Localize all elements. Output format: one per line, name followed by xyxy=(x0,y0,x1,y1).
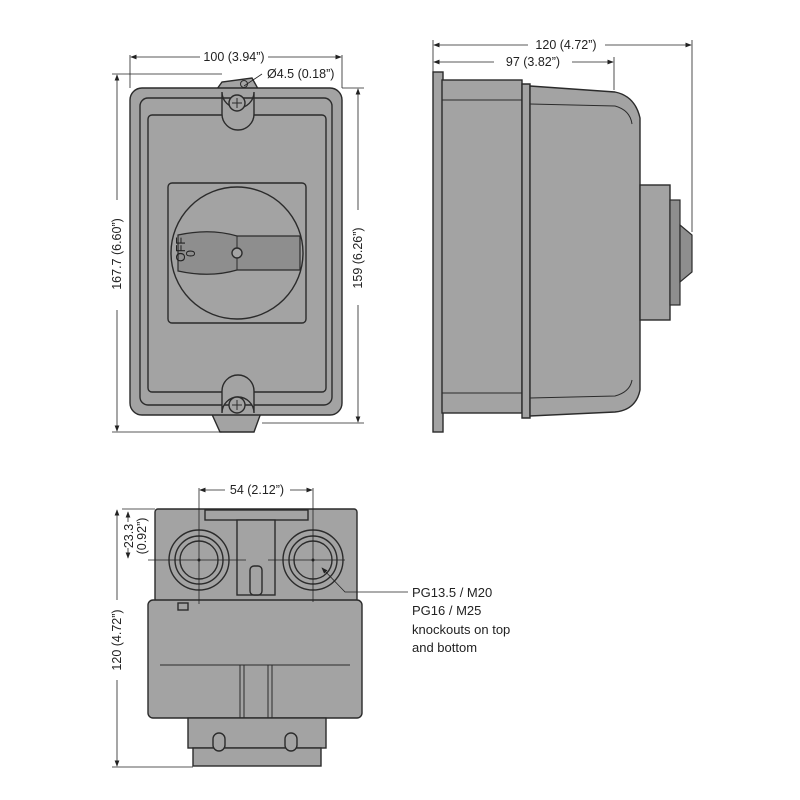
total-height-dimension: 167.7 (6.60”) xyxy=(110,218,124,290)
off-label: OFF xyxy=(174,237,188,262)
bottom-cover xyxy=(147,599,363,719)
side-cover-seal xyxy=(521,83,531,419)
knockout-offset-mm: 23.3 xyxy=(122,524,136,548)
front-view: OFF 0 100 (3.94”) Ø4.5 (0.18”) 167.7 (6.… xyxy=(110,50,365,433)
bottom-view: 54 (2.12”) 23.3 (0.92”) 120 (4.72”) PG13… xyxy=(110,483,510,768)
total-depth-dimension: 120 (4.72”) xyxy=(535,38,596,52)
width-dimension: 100 (3.94”) xyxy=(203,50,264,64)
bottom-depth-dimension: 120 (4.72”) xyxy=(110,609,124,670)
bottom-handle xyxy=(192,747,322,767)
body-height-dimension: 159 (6.26”) xyxy=(351,227,365,288)
side-handle-tip xyxy=(679,223,693,284)
off-symbol: 0 xyxy=(184,250,198,257)
handle-screw-icon xyxy=(231,247,243,259)
side-handle-base xyxy=(639,184,671,321)
terminal-mark xyxy=(177,602,189,611)
callout-line-4: and bottom xyxy=(412,640,477,655)
knockout-spacing-dimension: 54 (2.12”) xyxy=(230,483,284,497)
side-handle xyxy=(669,199,681,306)
side-view: 120 (4.72”) 97 (3.82”) xyxy=(432,38,693,433)
bottom-rib xyxy=(204,509,309,521)
body-depth-dimension: 97 (3.82”) xyxy=(506,55,560,69)
knockout-offset-in: (0.92”) xyxy=(135,518,149,555)
bottom-handle-base xyxy=(187,717,327,749)
side-cover xyxy=(529,85,641,417)
hole-diameter-dimension: Ø4.5 (0.18”) xyxy=(267,67,334,81)
callout-line-3: knockouts on top xyxy=(412,622,510,637)
side-enclosure-base xyxy=(441,79,523,414)
callout-line-1: PG13.5 / M20 xyxy=(412,585,492,600)
callout-line-2: PG16 / M25 xyxy=(412,603,481,618)
bottom-screw-boss xyxy=(221,374,255,414)
